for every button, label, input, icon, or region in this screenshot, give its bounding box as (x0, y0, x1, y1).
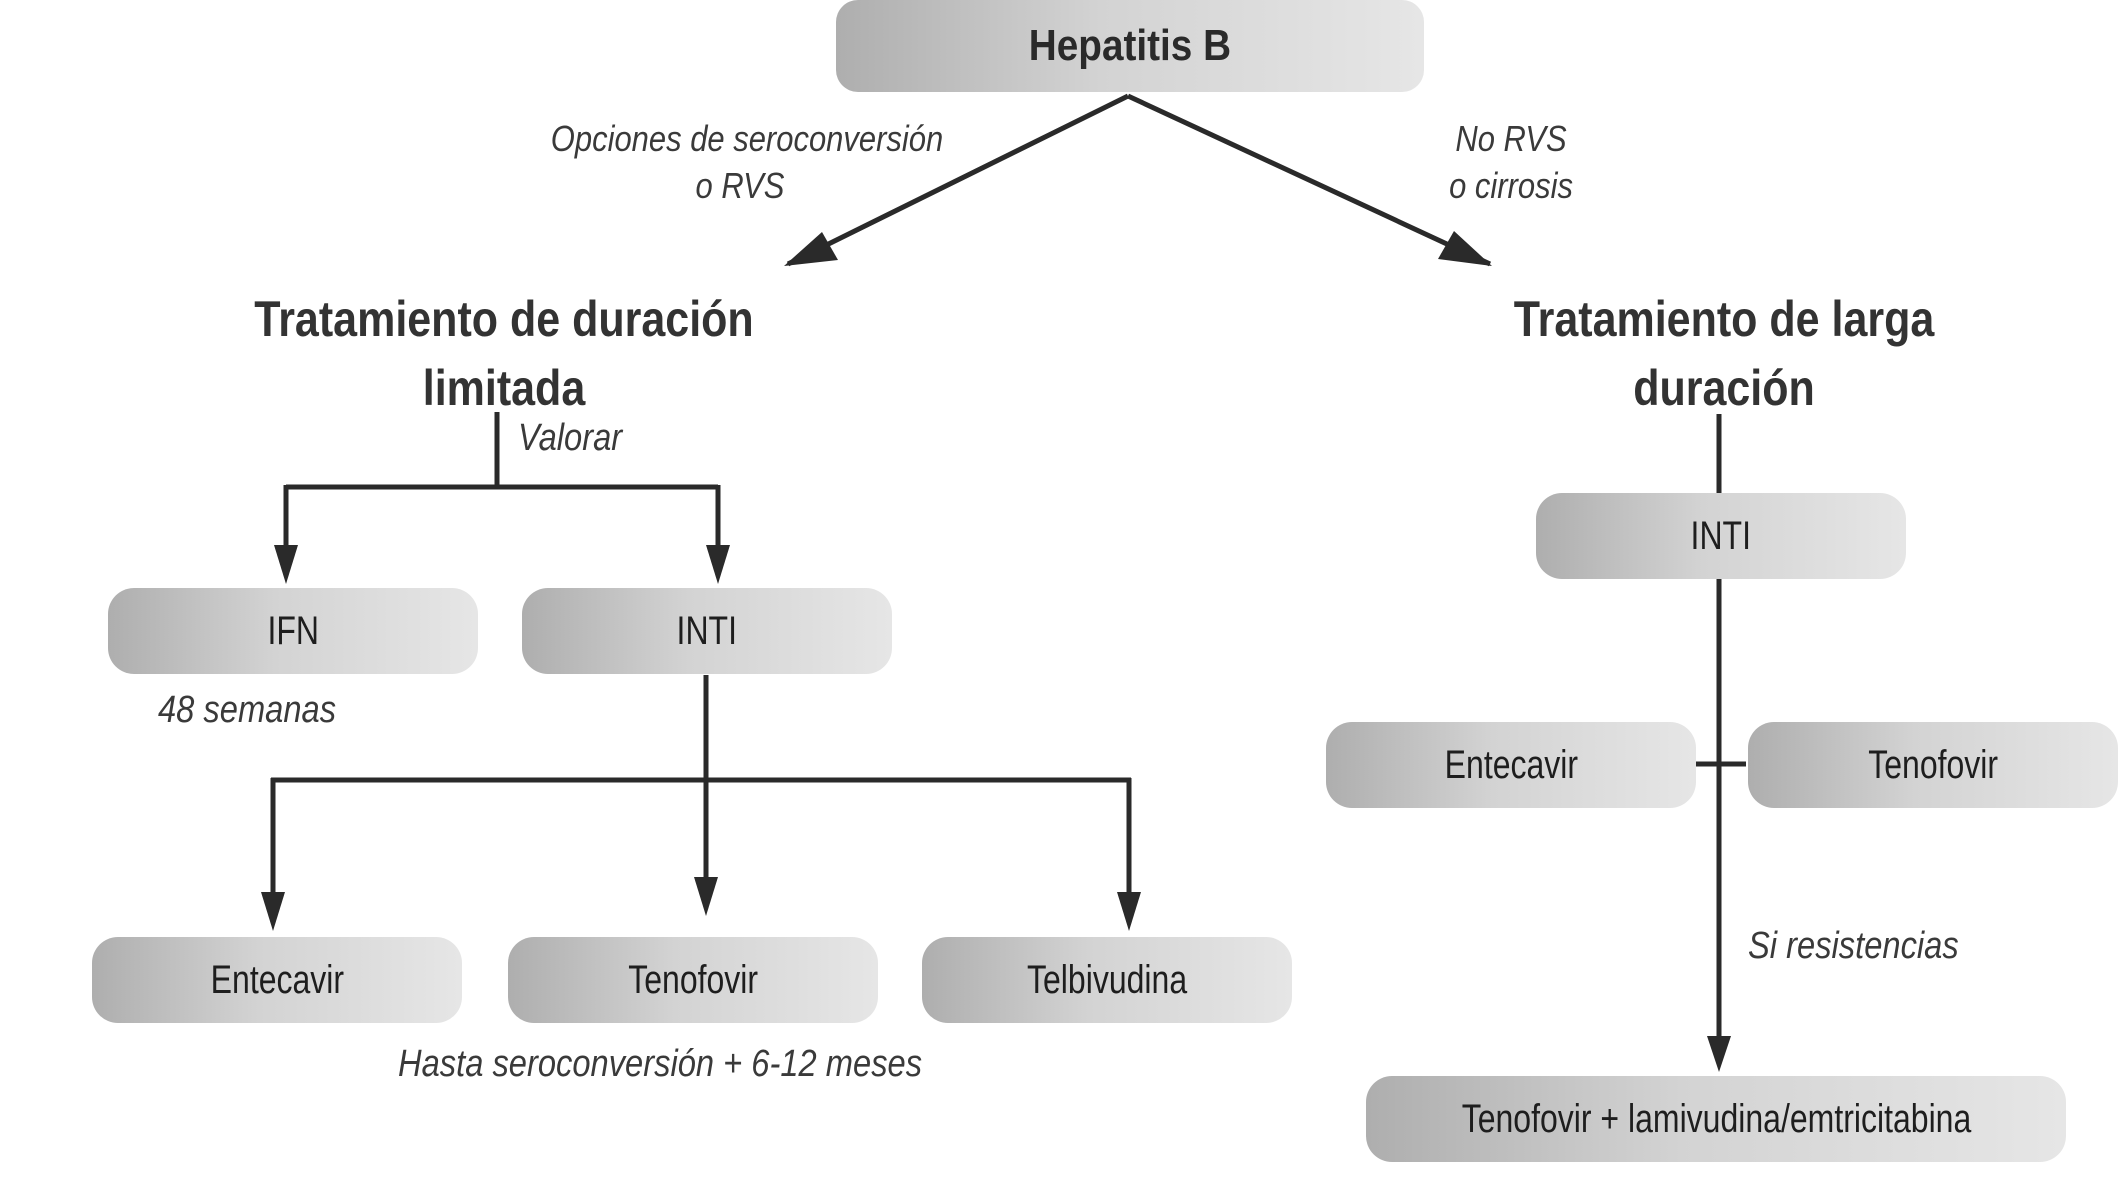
ifn-duration-note: 48 semanas (158, 689, 337, 731)
right-heading-line2: duración (1633, 360, 1815, 416)
arrowhead-ifn (274, 545, 298, 584)
right-condition-label: No RVS o cirrosis (1400, 116, 1622, 210)
drug-entecavir-left-label: Entecavir (210, 957, 344, 1002)
drug-node-entecavir-right: Entecavir (1326, 722, 1696, 808)
connector-root-left (786, 93, 1130, 267)
drug-telbivudina-label: Telbivudina (1026, 957, 1188, 1002)
left-heading-line2: limitada (422, 360, 586, 416)
arrowhead-root-left (784, 232, 838, 266)
arrowhead-root-right (1438, 231, 1492, 266)
right-condition-line1: No RVS (1455, 118, 1567, 159)
resistance-note: Si resistencias (1748, 925, 1959, 967)
ifn-label: IFN (267, 608, 319, 653)
duration-note: Hasta seroconversión + 6-12 meses (398, 1043, 923, 1085)
ifn-node: IFN (108, 588, 478, 674)
combo-label: Tenofovir + lamivudina/emtricitabina (1461, 1096, 1971, 1141)
right-heading-line1: Tratamiento de larga (1513, 291, 1935, 347)
drug-node-entecavir-left: Entecavir (92, 937, 462, 1023)
inti-right-label: INTI (1690, 513, 1752, 558)
right-condition-line2: o cirrosis (1449, 164, 1573, 206)
right-branch-heading: Tratamiento de larga duración (1440, 285, 2008, 423)
connector-left-split (286, 412, 718, 490)
drug-entecavir-right-label: Entecavir (1444, 742, 1578, 787)
arrowhead-combo (1707, 1036, 1731, 1072)
root-node-hepatitis-b: Hepatitis B (836, 0, 1424, 92)
left-condition-line2: o RVS (695, 164, 785, 206)
drug-node-tenofovir-right: Tenofovir (1748, 722, 2118, 808)
inti-node-right: INTI (1536, 493, 1906, 579)
valorar-label: Valorar (518, 417, 623, 459)
left-condition-label: Opciones de seroconversión o RVS (520, 116, 960, 210)
drug-node-tenofovir-left: Tenofovir (508, 937, 878, 1023)
combo-node: Tenofovir + lamivudina/emtricitabina (1366, 1076, 2066, 1162)
drug-tenofovir-left-label: Tenofovir (628, 957, 758, 1002)
inti-left-label: INTI (676, 608, 738, 653)
arrowhead-inti-left (706, 545, 730, 584)
inti-node-left: INTI (522, 588, 892, 674)
drug-tenofovir-right-label: Tenofovir (1868, 742, 1998, 787)
connector-root-right (1126, 93, 1492, 267)
left-branch-heading: Tratamiento de duración limitada (190, 285, 818, 423)
arrowhead-telbivudina (1117, 892, 1141, 931)
arrowhead-tenofovir-left (694, 877, 718, 916)
drug-node-telbivudina: Telbivudina (922, 937, 1292, 1023)
left-condition-line1: Opciones de seroconversión (550, 118, 944, 159)
arrowhead-entecavir-left (261, 892, 285, 931)
left-heading-line1: Tratamiento de duración (254, 291, 754, 347)
root-title: Hepatitis B (1028, 21, 1232, 70)
